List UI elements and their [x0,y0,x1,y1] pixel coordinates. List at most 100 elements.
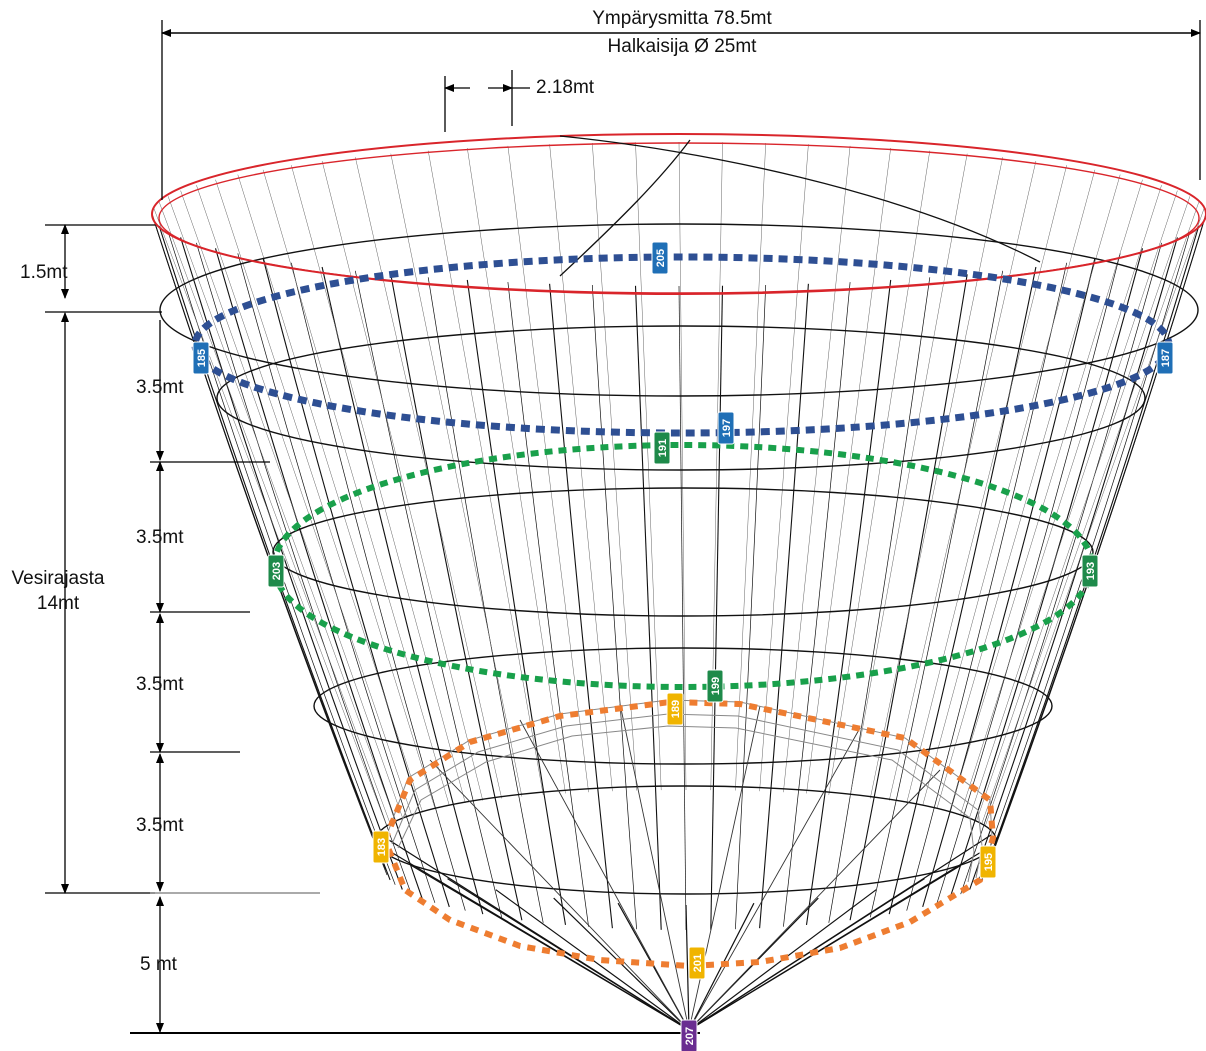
marker-badge-191: 191 [653,431,671,465]
net-vertical-line [214,248,423,899]
cone-line [688,850,984,1031]
net-back-line [635,142,662,791]
height-label: 3.5mt [136,815,184,836]
marker-badge-box [267,554,285,588]
net-vertical-line [237,253,436,903]
top-rim [151,133,1206,295]
net-vertical-line [466,279,567,925]
net-vertical-line [196,242,412,895]
net-vertical-line [735,284,767,930]
marker-badge-185: 185 [192,341,210,375]
net-back-line [870,157,1003,799]
net-back-line [984,208,1205,827]
net-vertical-line [888,266,1037,915]
net-back-line [981,202,1200,824]
cone-line [688,727,861,1031]
marker-badge-203: 203 [267,554,285,588]
cone-line [619,703,690,1031]
net-back-line [390,153,523,797]
net-back-line [196,185,412,814]
marker-badge-197: 197 [717,411,735,445]
net-back-line [949,179,1143,812]
net-back-line [936,174,1121,809]
net-back-line [960,185,1162,814]
marker-badge-box [706,669,724,703]
net-vertical-line [390,274,523,921]
net-back-line [806,148,891,794]
orange-dotted-ring [381,698,997,970]
net-back-line [167,196,396,821]
cone-line [688,769,941,1031]
marker-badge-box [653,431,671,465]
dimension-lines [45,20,1201,1034]
net-vertical-line [783,282,851,927]
marker-badge-label: 187 [1160,349,1172,367]
net-vertical-lines [151,141,1206,931]
marker-badge-box [651,241,669,275]
net-vertical-line [634,285,662,930]
marker-badge-label: 189 [670,700,682,718]
net-vertical-line [759,283,809,929]
net-back-line [592,142,637,791]
marker-badge-box [666,692,684,726]
net-back-line [783,145,851,793]
net-back-line [237,174,436,809]
marker-badge-187: 187 [1156,341,1174,375]
marker-badge-label: 199 [710,677,722,695]
marker-badge-label: 193 [1085,562,1097,580]
spacing-label: 2.18mt [536,77,595,98]
net-back-line [158,202,391,824]
net-vertical-line [262,258,450,908]
net-vertical-line [354,270,503,918]
net-vertical-line [158,225,391,881]
net-back-line [888,160,1037,801]
cone-line [519,719,690,1031]
net-back-line [849,153,968,797]
net-vertical-line [922,258,1096,908]
depth-label-line2: 14mt [37,593,80,614]
net-back-line [922,169,1096,806]
depth-label-line1: Vesirajasta [12,568,105,589]
bottom-mesh-band [384,699,993,883]
net-vertical-line [678,285,687,931]
net-vertical-line [960,242,1162,895]
net-vertical-line [985,213,1206,871]
net-vertical-line [507,282,589,927]
marker-badge-183: 183 [372,830,390,864]
diameter-label: Halkaisija Ø 25mt [608,36,758,57]
net-back-line [427,150,544,795]
net-vertical-line [906,262,1068,911]
marker-badge-label: 191 [657,439,669,457]
height-label: 5 mt [140,954,178,975]
cone-line [429,759,690,1031]
marker-badge-label: 201 [692,954,704,972]
height-label: 1.5mt [20,262,68,283]
net-back-line [153,208,388,827]
top-diagonal-lines [559,135,1041,277]
marker-badge-box [717,411,735,445]
net-back-line [262,169,450,806]
marker-badge-box [688,946,706,980]
net-back-line [906,165,1067,803]
net-vertical-line [869,270,1004,918]
net-vertical-line [427,277,544,923]
marker-badge-205: 205 [651,241,669,275]
marker-badge-189: 189 [666,692,684,726]
marker-badge-box [1156,341,1174,375]
marker-badge-201: 201 [688,946,706,980]
net-vertical-line [969,237,1178,890]
net-vertical-line [849,274,968,921]
marker-badge-label: 183 [376,838,388,856]
net-vertical-line [936,253,1121,903]
marker-badge-199: 199 [706,669,724,703]
net-vertical-line [321,266,484,915]
height-label: 3.5mt [136,674,184,695]
net-vertical-line [981,225,1200,881]
marker-badge-box [1081,554,1099,588]
net-vertical-line [153,219,388,876]
net-vertical-line [549,283,613,929]
marker-badge-box [979,845,997,879]
net-back-line [321,160,484,801]
